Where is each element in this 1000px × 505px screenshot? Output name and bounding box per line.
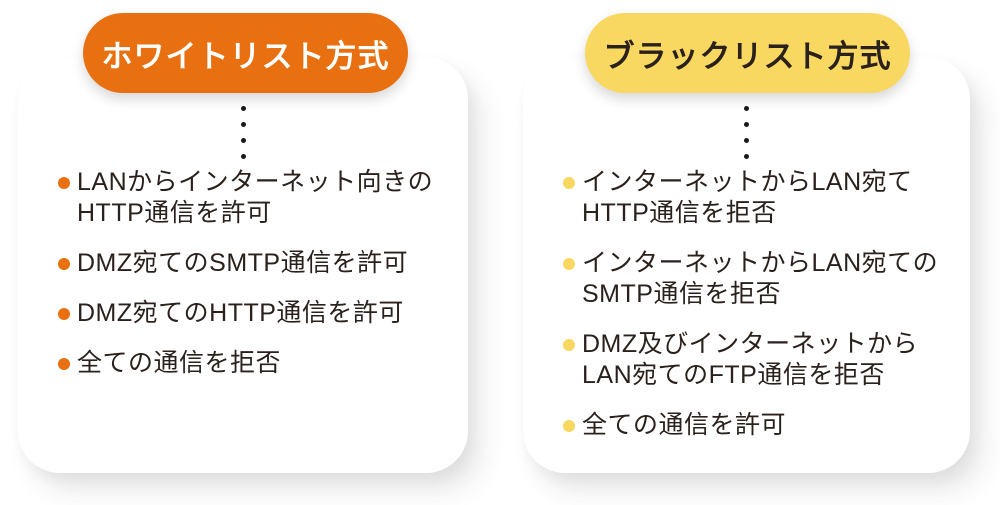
dot (240, 106, 246, 111)
rule-item: DMZ宛てのHTTP通信を許可 (58, 298, 448, 329)
bullet-icon (563, 258, 575, 270)
rule-item: 全ての通信を拒否 (58, 348, 448, 379)
blacklist-rule-list: インターネットからLAN宛て HTTP通信を拒否 インターネットからLAN宛ての… (563, 167, 950, 460)
bullet-icon (563, 420, 575, 432)
rule-text: DMZ及びインターネットから LAN宛てのFTP通信を拒否 (582, 330, 919, 389)
rule-text: 全ての通信を許可 (582, 411, 787, 439)
bullet-icon (563, 339, 575, 351)
blacklist-card: インターネットからLAN宛て HTTP通信を拒否 インターネットからLAN宛ての… (523, 57, 970, 473)
bullet-icon (58, 177, 70, 189)
rule-item: 全ての通信を許可 (563, 410, 950, 441)
rule-item: インターネットからLAN宛ての SMTP通信を拒否 (563, 248, 950, 310)
blacklist-header-pill: ブラックリスト方式 (585, 13, 910, 93)
dot (744, 154, 749, 159)
rule-item: DMZ宛てのSMTP通信を許可 (58, 248, 448, 279)
rule-text: インターネットからLAN宛ての SMTP通信を拒否 (582, 249, 939, 308)
dot (240, 122, 246, 127)
bullet-icon (58, 258, 70, 270)
rule-text: LANからインターネット向きの HTTP通信を許可 (77, 168, 434, 227)
dotted-connector (523, 106, 970, 159)
blacklist-title: ブラックリスト方式 (603, 38, 892, 74)
rule-item: インターネットからLAN宛て HTTP通信を拒否 (563, 167, 950, 229)
dot (240, 154, 246, 159)
dot (744, 106, 749, 111)
dotted-connector (18, 106, 468, 159)
rule-item: DMZ及びインターネットから LAN宛てのFTP通信を拒否 (563, 329, 950, 391)
rule-text: インターネットからLAN宛て HTTP通信を拒否 (582, 168, 913, 227)
whitelist-rule-list: LANからインターネット向きの HTTP通信を許可 DMZ宛てのSMTP通信を許… (58, 167, 448, 398)
whitelist-card: LANからインターネット向きの HTTP通信を許可 DMZ宛てのSMTP通信を許… (18, 57, 468, 473)
rule-item: LANからインターネット向きの HTTP通信を許可 (58, 167, 448, 229)
dot (744, 122, 749, 127)
whitelist-header-pill: ホワイトリスト方式 (83, 13, 408, 93)
dot (744, 138, 749, 143)
rule-text: DMZ宛てのHTTP通信を許可 (77, 299, 404, 327)
bullet-icon (563, 177, 575, 189)
rule-text: 全ての通信を拒否 (77, 349, 282, 377)
bullet-icon (58, 358, 70, 370)
whitelist-title: ホワイトリスト方式 (101, 38, 390, 74)
rule-text: DMZ宛てのSMTP通信を許可 (77, 249, 409, 277)
dot (240, 138, 246, 143)
bullet-icon (58, 308, 70, 320)
